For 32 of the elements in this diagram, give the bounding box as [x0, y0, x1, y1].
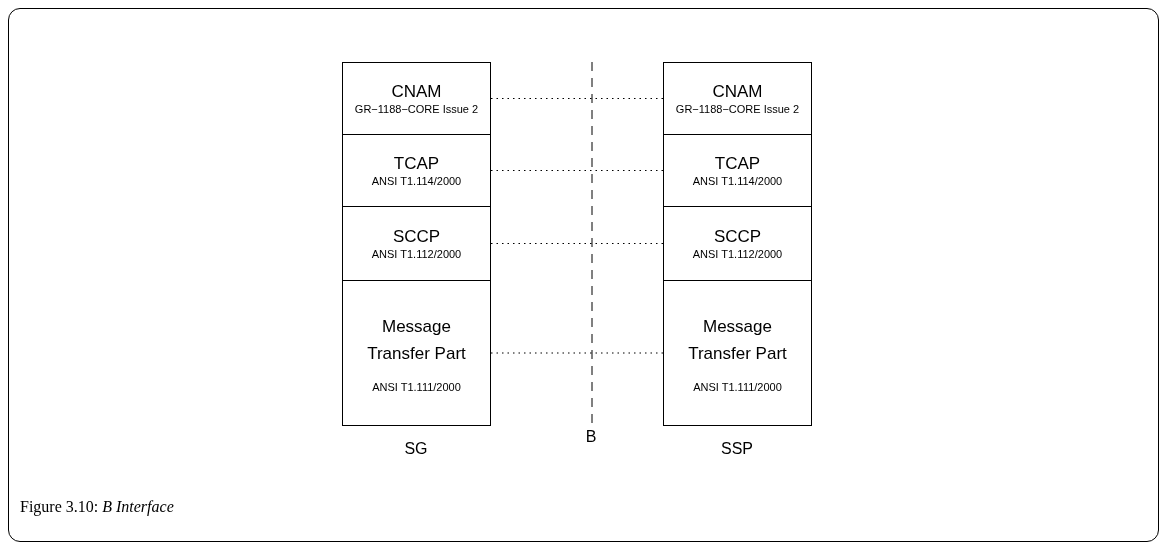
standard-reference: ANSI T1.114/2000 [371, 175, 462, 188]
dotted-connector [490, 242, 664, 245]
protocol-layer-box [663, 280, 812, 426]
standard-reference: ANSI T1.112/2000 [371, 248, 462, 261]
dotted-connector [490, 169, 664, 172]
protocol-layer-box [342, 134, 491, 207]
protocol-layer-box [663, 206, 812, 281]
interface-label: B [585, 428, 597, 446]
protocol-layer-box [342, 206, 491, 281]
standard-reference: ANSI T1.111/2000 [693, 380, 782, 394]
layer-name: TCAP [714, 153, 761, 175]
standard-reference: GR−1188−CORE Issue 2 [675, 103, 800, 116]
node-label: SSP [721, 440, 753, 458]
figure-caption: Figure 3.10: B Interface [20, 498, 174, 516]
layer-name: CNAM [712, 81, 763, 103]
layer-name: SCCP [713, 226, 762, 248]
protocol-layer-box [663, 134, 812, 207]
standard-reference: ANSI T1.112/2000 [692, 248, 783, 261]
layer-name: Message Transfer Part [366, 315, 467, 365]
layer-name: Message Transfer Part [687, 315, 788, 365]
standard-reference: GR−1188−CORE Issue 2 [354, 103, 479, 116]
layer-name: TCAP [393, 153, 440, 175]
dotted-connector [490, 352, 664, 354]
protocol-layer-box [342, 280, 491, 426]
dotted-connector [490, 97, 664, 100]
standard-reference: ANSI T1.114/2000 [692, 175, 783, 188]
protocol-layer-box [342, 62, 491, 135]
layer-name: SCCP [392, 226, 441, 248]
node-label: SG [404, 440, 428, 458]
standard-reference: ANSI T1.111/2000 [372, 380, 461, 394]
protocol-layer-box [663, 62, 812, 135]
layer-name: CNAM [391, 81, 442, 103]
